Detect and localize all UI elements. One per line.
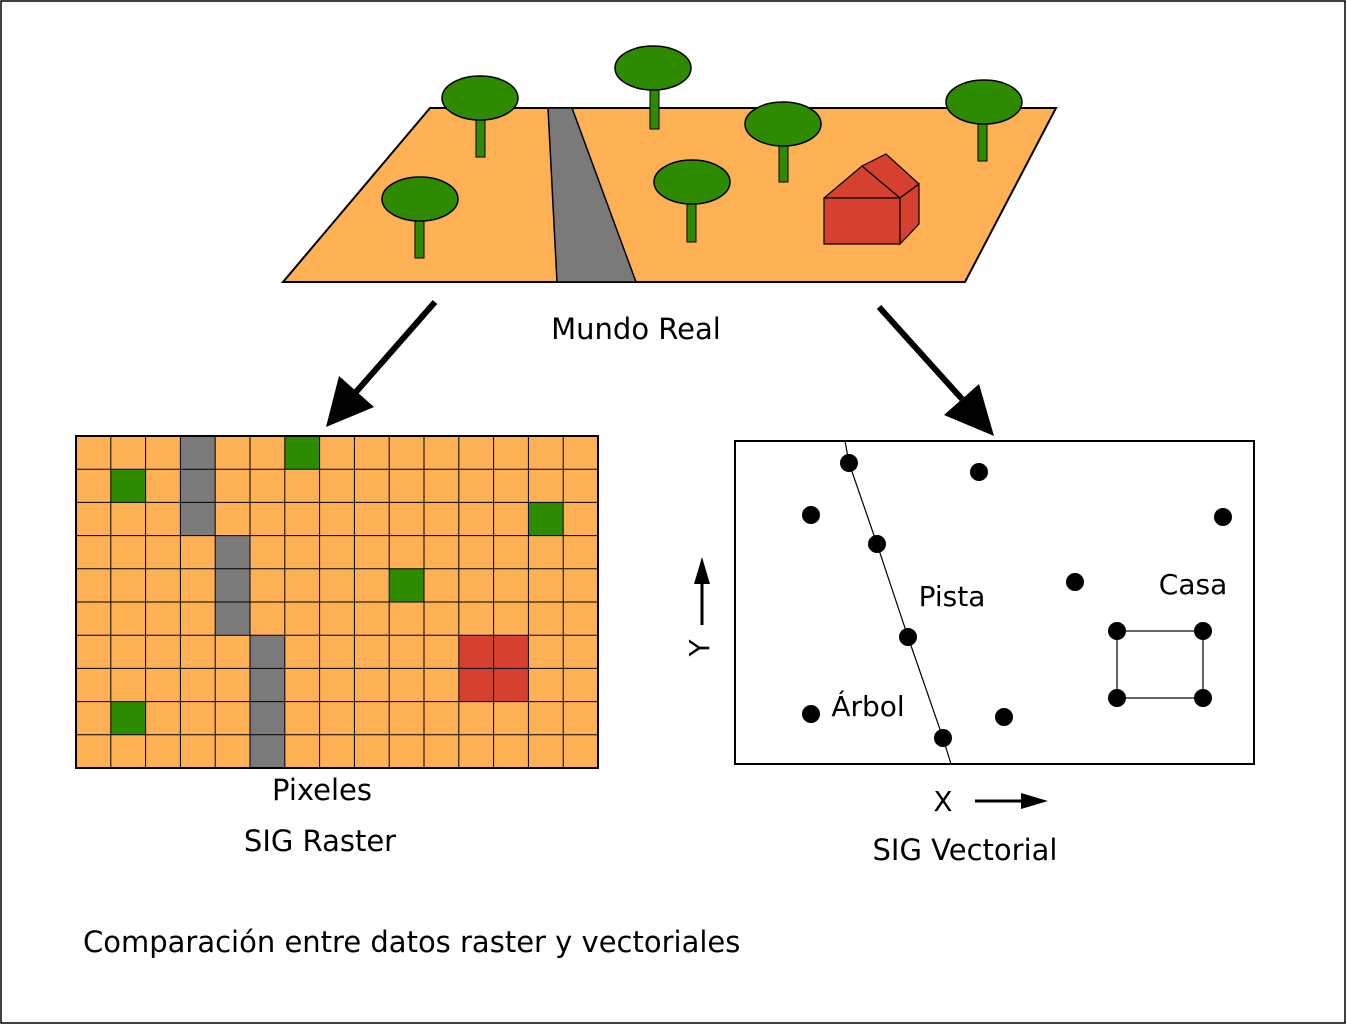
raster-cell-tree xyxy=(389,568,424,602)
arrow-icon xyxy=(876,304,994,436)
x-axis-label: X xyxy=(933,785,952,818)
house-icon xyxy=(823,153,920,246)
raster-cell-road xyxy=(215,535,250,569)
raster-cell-tree xyxy=(110,469,146,503)
raster-cell-road xyxy=(250,635,285,669)
pixels-label: Pixeles xyxy=(272,773,372,807)
raster-border xyxy=(75,435,599,769)
x-axis-arrow xyxy=(975,793,1048,809)
raster-cell-road xyxy=(250,734,285,768)
vector-label: SIG Vectorial xyxy=(873,833,1058,867)
real-world-label: Mundo Real xyxy=(551,312,721,346)
tree-point xyxy=(970,463,988,481)
y-axis-label: Y xyxy=(683,639,716,658)
tree-icon xyxy=(614,45,692,130)
vector-frame xyxy=(734,440,1255,765)
raster-grid xyxy=(75,435,599,769)
road-label: Pista xyxy=(919,580,986,613)
raster-cell-road xyxy=(180,469,216,503)
raster-cell-tree xyxy=(528,502,564,536)
tree-icon xyxy=(381,176,459,259)
house-vertex xyxy=(1194,622,1212,640)
house-vertex xyxy=(1108,622,1126,640)
tree-point xyxy=(1214,508,1232,526)
arrow-icon xyxy=(326,300,438,427)
raster-cell-road xyxy=(250,701,285,735)
tree-icon xyxy=(653,159,731,243)
house-polygon xyxy=(1116,630,1204,699)
raster-cell-house xyxy=(458,635,494,669)
raster-cell-tree xyxy=(110,701,146,735)
tree-point xyxy=(1066,573,1084,591)
house-label: Casa xyxy=(1159,568,1227,601)
vector-panel: Pista Casa Árbol xyxy=(734,440,1255,765)
tree-icon xyxy=(744,101,822,183)
raster-cell-house xyxy=(493,635,529,669)
tree-icon xyxy=(945,79,1023,162)
house-vertex xyxy=(1108,689,1126,707)
tree-point xyxy=(802,705,820,723)
raster-cell-house xyxy=(458,668,494,702)
raster-cell-road xyxy=(180,436,216,470)
tree-point xyxy=(995,708,1013,726)
real-world-scene xyxy=(280,45,1058,283)
caption: Comparación entre datos raster y vectori… xyxy=(83,925,740,959)
raster-cell-road xyxy=(215,568,250,602)
tree-label: Árbol xyxy=(831,689,904,723)
raster-cell-house xyxy=(493,668,529,702)
raster-cell-road xyxy=(215,602,250,636)
raster-cell-road xyxy=(180,502,216,536)
road-vertex xyxy=(899,628,917,646)
tree-point xyxy=(802,506,820,524)
road-vertex xyxy=(934,729,952,747)
road-vertex xyxy=(840,454,858,472)
road-shape xyxy=(547,107,638,283)
house-vertex xyxy=(1194,689,1212,707)
raster-cell-tree xyxy=(284,436,320,470)
y-axis-arrow xyxy=(694,557,710,625)
road-vertex xyxy=(868,535,886,553)
raster-cell-road xyxy=(250,668,285,702)
raster-label: SIG Raster xyxy=(244,824,396,858)
tree-icon xyxy=(441,75,519,158)
